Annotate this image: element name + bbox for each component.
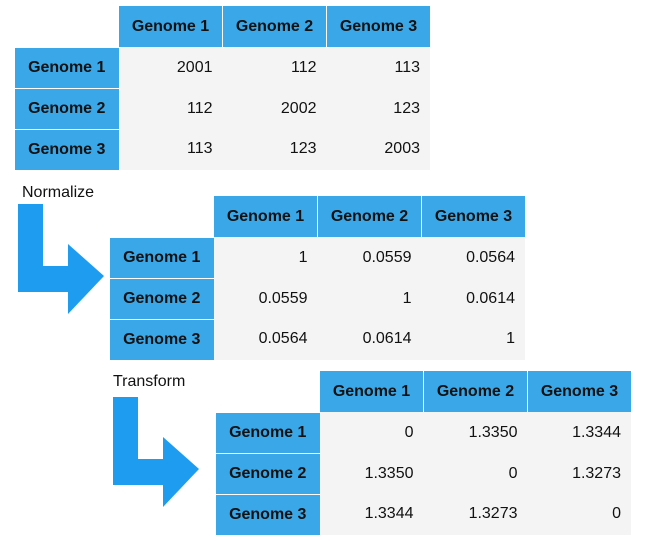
table-row: Genome 3 0.0564 0.0614 1 [110, 318, 525, 360]
column-header: Genome 3 [421, 196, 525, 237]
matrix-cell: 0 [527, 494, 631, 535]
matrix-cell: 2003 [326, 129, 430, 170]
matrix-cell: 0.0559 [213, 278, 318, 319]
matrix-cell: 0.0614 [317, 319, 422, 360]
table-row: Genome 2 0.0559 1 0.0614 [110, 277, 525, 319]
column-header: Genome 2 [423, 371, 528, 412]
column-header: Genome 2 [317, 196, 422, 237]
matrix-cell: 1 [317, 278, 422, 319]
transform-label: Transform [113, 373, 186, 390]
table-row: Genome 1 1 0.0559 0.0564 [110, 236, 525, 278]
column-header: Genome 3 [527, 371, 631, 412]
matrix-cell: 0.0564 [213, 319, 318, 360]
corner-cell [15, 6, 119, 47]
matrix-cell: 1.3350 [319, 453, 424, 494]
down-right-arrow-icon [113, 397, 199, 507]
table-row: Genome 3 1.3344 1.3273 0 [216, 493, 631, 535]
column-header: Genome 1 [213, 196, 318, 237]
row-header: Genome 2 [216, 452, 320, 494]
table-row: Genome 2 112 2002 123 [15, 87, 430, 129]
row-header: Genome 3 [216, 493, 320, 535]
matrix-cell: 0.0614 [421, 278, 525, 319]
matrix-cell: 1.3273 [423, 494, 528, 535]
matrix-cell: 1.3344 [527, 412, 631, 453]
matrix-cell: 2001 [118, 47, 223, 88]
table-row: Genome 3 113 123 2003 [15, 128, 430, 170]
row-header: Genome 3 [15, 128, 119, 170]
row-header: Genome 1 [110, 236, 214, 278]
matrix-cell: 113 [326, 47, 430, 88]
row-header: Genome 3 [110, 318, 214, 360]
matrix-cell: 1.3273 [527, 453, 631, 494]
matrix-cell: 0.0564 [421, 237, 525, 278]
row-header: Genome 1 [15, 46, 119, 88]
column-header: Genome 1 [319, 371, 424, 412]
table-row: Genome 1 2001 112 113 [15, 46, 430, 88]
matrix-cell: 113 [118, 129, 223, 170]
column-header: Genome 1 [118, 6, 223, 47]
matrix-cell: 123 [326, 88, 430, 129]
matrix-cell: 0 [319, 412, 424, 453]
transformed-matrix: Genome 1 Genome 2 Genome 3 Genome 1 0 1.… [216, 371, 631, 535]
matrix-cell: 1.3344 [319, 494, 424, 535]
matrix-cell: 2002 [222, 88, 327, 129]
corner-cell [216, 371, 320, 412]
table-row: Genome 2 1.3350 0 1.3273 [216, 452, 631, 494]
column-header: Genome 3 [326, 6, 430, 47]
matrix-cell: 0 [423, 453, 528, 494]
raw-matrix: Genome 1 Genome 2 Genome 3 Genome 1 2001… [15, 6, 430, 170]
matrix-cell: 112 [222, 47, 327, 88]
row-header: Genome 1 [216, 411, 320, 453]
row-header: Genome 2 [110, 277, 214, 319]
down-right-arrow-icon [18, 204, 104, 314]
normalized-matrix: Genome 1 Genome 2 Genome 3 Genome 1 1 0.… [110, 196, 525, 360]
matrix-cell: 1 [213, 237, 318, 278]
matrix-cell: 1.3350 [423, 412, 528, 453]
corner-cell [110, 196, 214, 237]
column-header: Genome 2 [222, 6, 327, 47]
matrix-cell: 123 [222, 129, 327, 170]
table-row: Genome 1 0 1.3350 1.3344 [216, 411, 631, 453]
matrix-cell: 1 [421, 319, 525, 360]
matrix-cell: 0.0559 [317, 237, 422, 278]
normalize-label: Normalize [22, 184, 95, 201]
matrix-cell: 112 [118, 88, 223, 129]
row-header: Genome 2 [15, 87, 119, 129]
